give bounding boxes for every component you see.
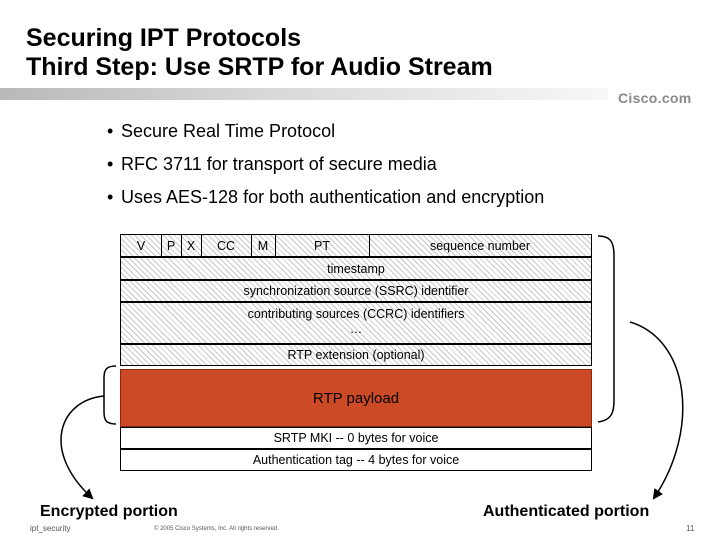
timestamp-label: timestamp: [327, 262, 385, 276]
field-payload-type: PT: [314, 238, 330, 253]
rtp-payload-block: RTP payload: [120, 369, 592, 427]
srtp-mki-row: SRTP MKI -- 0 bytes for voice: [120, 427, 592, 449]
bullet-dot-icon: •: [107, 121, 114, 141]
authenticated-portion-caption: Authenticated portion: [483, 503, 650, 520]
csrc-label: contributing sources (CCRC) identifiers: [247, 307, 465, 321]
field-csrc-count: CC: [216, 238, 236, 253]
auth-tag-label: Authentication tag -- 4 bytes for voice: [252, 453, 460, 467]
bullet-text: RFC 3711 for transport of secure media: [121, 154, 437, 174]
bullet-item: • Uses AES-128 for both authentication an…: [107, 186, 544, 219]
field-extension: X: [186, 238, 196, 253]
field-divider: [181, 235, 182, 256]
field-divider: [369, 235, 370, 256]
cisco-logo: Cisco.com: [618, 90, 692, 106]
field-divider: [201, 235, 202, 256]
auth-tag-row: Authentication tag -- 4 bytes for voice: [120, 449, 592, 471]
authenticated-brace: [597, 235, 615, 423]
page-number: 11: [686, 524, 695, 533]
bullet-list: • Secure Real Time Protocol • RFC 3711 for…: [107, 120, 544, 219]
rtp-timestamp-row: timestamp: [120, 257, 592, 280]
authenticated-arrow: [629, 321, 684, 500]
field-padding: P: [166, 238, 176, 253]
encrypted-brace: [103, 365, 117, 425]
ssrc-label: synchronization source (SSRC) identifier: [243, 284, 469, 298]
footer-section-id: ipt_security: [30, 524, 71, 533]
field-divider: [161, 235, 162, 256]
rtp-ssrc-row: synchronization source (SSRC) identifier: [120, 280, 592, 302]
footer-copyright: © 2005 Cisco Systems, Inc. All rights re…: [154, 526, 279, 532]
csrc-ellipsis: …: [349, 322, 363, 336]
payload-label: RTP payload: [312, 389, 400, 407]
mki-label: SRTP MKI -- 0 bytes for voice: [273, 431, 439, 445]
field-divider: [251, 235, 252, 256]
slide-title: Securing IPT Protocols Third Step: Use S…: [26, 24, 493, 82]
bullet-text: Secure Real Time Protocol: [121, 121, 336, 141]
encrypted-portion-caption: Encrypted portion: [40, 503, 178, 520]
bullet-item: • RFC 3711 for transport of secure media: [107, 153, 544, 186]
field-marker: M: [257, 238, 269, 253]
title-line-2: Third Step: Use SRTP for Audio Stream: [26, 53, 493, 81]
rtp-extension-row: RTP extension (optional): [120, 344, 592, 366]
extension-label: RTP extension (optional): [287, 348, 425, 362]
field-sequence-number: sequence number: [429, 238, 531, 253]
bullet-dot-icon: •: [107, 154, 114, 174]
title-line-1: Securing IPT Protocols: [26, 24, 302, 52]
field-version: V: [136, 238, 146, 253]
bullet-dot-icon: •: [107, 187, 114, 207]
rtp-header-row: V P X CC M PT sequence number: [120, 234, 592, 257]
field-divider: [275, 235, 276, 256]
bullet-text: Uses AES-128 for both authentication and…: [121, 187, 545, 207]
bullet-item: • Secure Real Time Protocol: [107, 120, 544, 153]
rtp-csrc-row: contributing sources (CCRC) identifiers …: [120, 302, 592, 344]
title-underline-bar: [0, 88, 608, 100]
encrypted-arrow: [60, 395, 105, 500]
